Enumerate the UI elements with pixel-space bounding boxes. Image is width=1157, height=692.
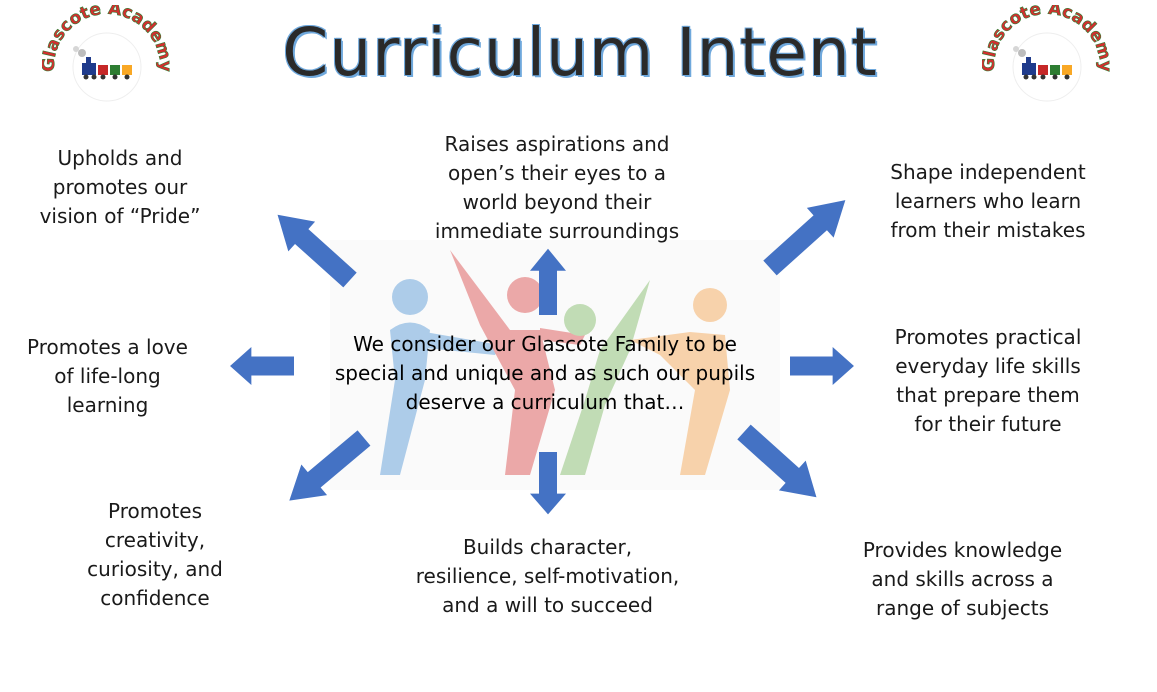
arrow-bot-right bbox=[730, 417, 830, 513]
arrow-bot bbox=[530, 452, 566, 515]
arrow-top-right bbox=[756, 185, 859, 283]
arrow-top bbox=[530, 248, 566, 315]
train-icon bbox=[73, 46, 132, 80]
node-knowledge-skills: Provides knowledge and skills across a r… bbox=[862, 538, 1063, 620]
node-builds-character: Builds character, resilience, self-motiv… bbox=[415, 535, 680, 617]
node-raises-aspirations: Raises aspirations and open’s their eyes… bbox=[434, 132, 680, 243]
node-life-long-learning: Promotes a love of life-long learning bbox=[27, 335, 188, 417]
school-logo-left: Glascote Academy bbox=[42, 5, 172, 102]
center-statement: We consider our Glascote Family to be sp… bbox=[334, 332, 756, 414]
train-icon bbox=[1013, 46, 1072, 80]
arrow-mid-right bbox=[790, 347, 854, 385]
node-upholds-pride: Upholds and promotes our vision of “Prid… bbox=[39, 146, 201, 228]
arrow-mid-left bbox=[230, 347, 294, 385]
arrow-top-left bbox=[264, 199, 364, 295]
page-title: Curriculum Intent bbox=[282, 14, 878, 91]
node-practical-life-skills: Promotes practical everyday life skills … bbox=[894, 325, 1082, 436]
school-logo-right: Glascote Academy bbox=[982, 5, 1112, 102]
arrow-bot-left bbox=[276, 422, 377, 516]
node-creativity: Promotes creativity, curiosity, and conf… bbox=[87, 499, 223, 610]
node-independent-learners: Shape independent learners who learn fro… bbox=[890, 160, 1086, 242]
